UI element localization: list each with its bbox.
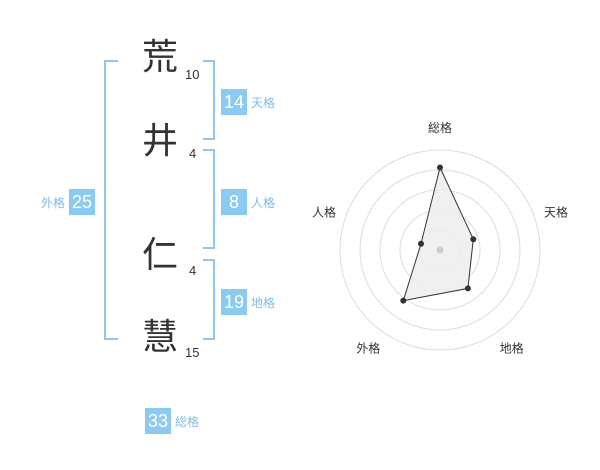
radar-point (418, 240, 424, 247)
soukaku-label: 総格 (175, 414, 200, 429)
radar-axis-label: 総格 (428, 120, 452, 135)
gaikaku-label: 外格 (41, 195, 66, 210)
radar-point (437, 164, 443, 171)
chikaku-label: 地格 (251, 295, 276, 310)
name-char-1: 荒 (142, 37, 179, 78)
radar-points (400, 164, 477, 304)
soukaku-fortune: 33 総格 (145, 408, 199, 434)
gaikaku-fortune: 外格 25 (41, 189, 96, 215)
outer-bracket (104, 60, 118, 340)
radar-axis-label: 地格 (500, 341, 524, 356)
chikaku-fortune: 19 地格 (221, 289, 275, 315)
tenkaku-fortune: 14 天格 (221, 89, 275, 115)
jinkaku-fortune: 8 人格 (221, 189, 275, 215)
radar-data-polygon (402, 166, 474, 302)
chikaku-bracket (203, 259, 215, 340)
name-char-3: 仁 (142, 235, 179, 276)
gaikaku-value: 25 (69, 189, 96, 215)
radar-axis-label: 人格 (312, 204, 336, 219)
radar-ring (339, 149, 541, 351)
name-char-4: 慧 (142, 317, 179, 358)
name-char-2: 井 (142, 121, 179, 162)
radar-axis-label: 外格 (356, 341, 380, 356)
tenkaku-label: 天格 (251, 95, 276, 110)
stroke-count-1: 10 (185, 67, 200, 82)
radar-point (400, 297, 407, 304)
radar-point (464, 285, 471, 292)
radar-point (470, 236, 477, 243)
jinkaku-value: 8 (221, 189, 247, 215)
jinkaku-label: 人格 (251, 195, 276, 210)
tenkaku-value: 14 (221, 89, 248, 115)
tenkaku-bracket (203, 60, 215, 140)
chikaku-value: 19 (221, 289, 248, 315)
stroke-count-3: 4 (189, 263, 197, 278)
radar-center-dot (436, 246, 444, 254)
radar-axis-label: 天格 (544, 204, 568, 219)
stroke-count-2: 4 (189, 146, 197, 161)
stroke-count-4: 15 (185, 345, 200, 360)
jinkaku-bracket (203, 149, 215, 249)
soukaku-value: 33 (145, 408, 172, 434)
